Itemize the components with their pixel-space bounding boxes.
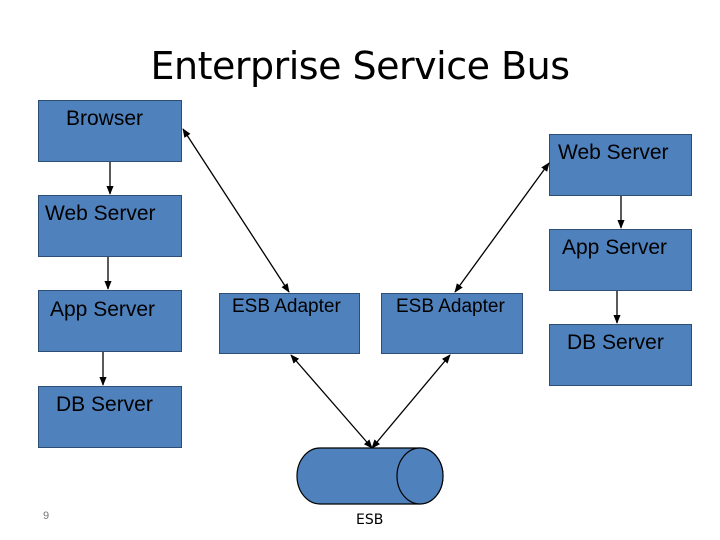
left-esb-adapter-label: ESB Adapter (232, 296, 341, 317)
browser-label: Browser (66, 107, 144, 130)
arrow-left-adapter-to-esb (290, 354, 373, 449)
right-db-server-label: DB Server (567, 331, 664, 354)
left-db-server-label: DB Server (56, 393, 153, 416)
left-web-server-label: Web Server (45, 202, 156, 225)
right-app-server-label: App Server (562, 236, 668, 259)
left-esb-adapter-box (219, 293, 360, 354)
arrow-right-adapter-to-esb (371, 354, 451, 449)
esb-label: ESB (356, 512, 384, 528)
browser-box (38, 100, 182, 162)
arrow-browser-to-adapter (182, 128, 290, 293)
left-app-server-label: App Server (50, 298, 156, 321)
slide-number: 9 (43, 510, 50, 522)
right-esb-adapter-label: ESB Adapter (396, 296, 505, 317)
left-app-server-box (38, 290, 182, 352)
diagram-title: Enterprise Service Bus (150, 44, 570, 88)
left-db-server-box (38, 386, 182, 448)
right-db-server-box (549, 324, 692, 386)
right-web-server-label: Web Server (558, 141, 669, 164)
right-web-server-box (549, 134, 692, 196)
left-web-server-box (38, 195, 182, 257)
esb-cylinder (296, 447, 444, 505)
right-esb-adapter-box (381, 293, 523, 354)
right-app-server-box (549, 229, 692, 291)
arrow-webserver-to-adapter (454, 162, 550, 293)
